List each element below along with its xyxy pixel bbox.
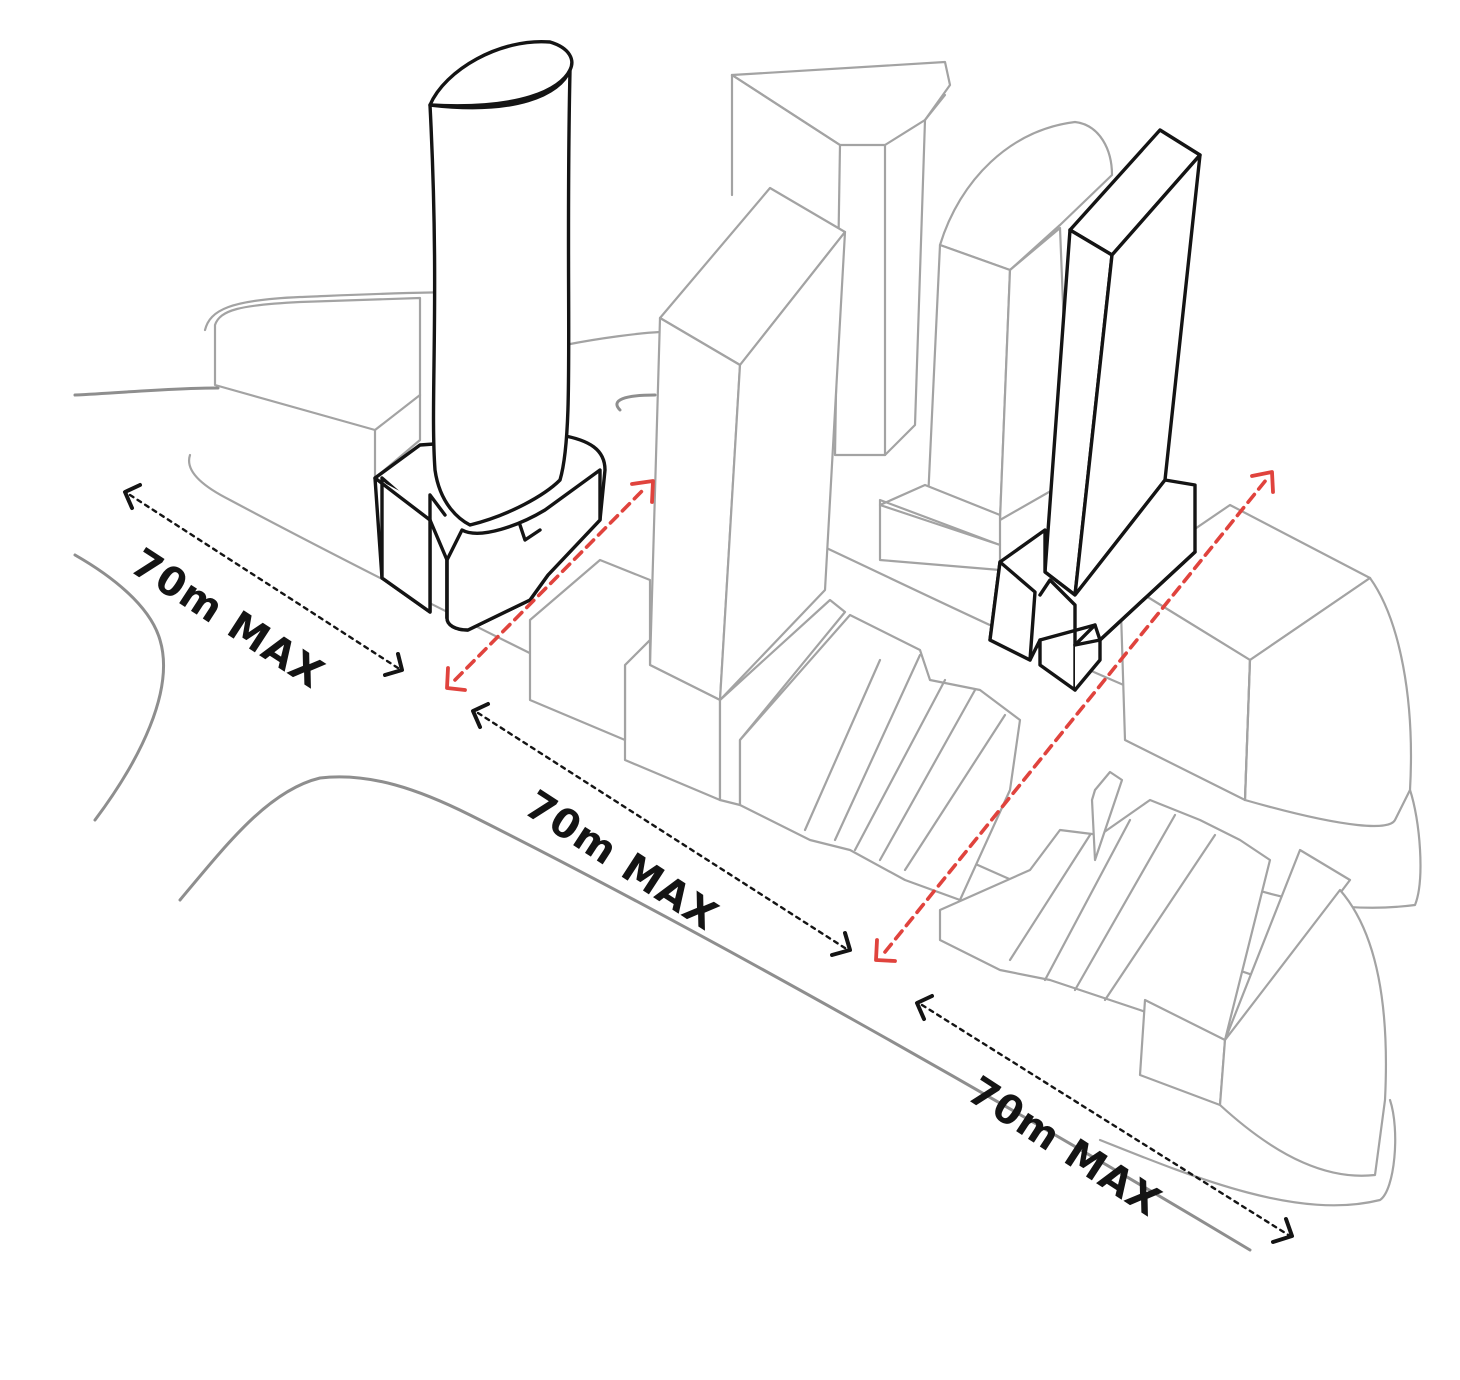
dimension-label-3: 70m MAX: [960, 1068, 1169, 1226]
dimension-label-1: 70m MAX: [123, 540, 332, 698]
context-buildings: [215, 62, 1411, 1176]
context-building-left: [215, 298, 420, 478]
